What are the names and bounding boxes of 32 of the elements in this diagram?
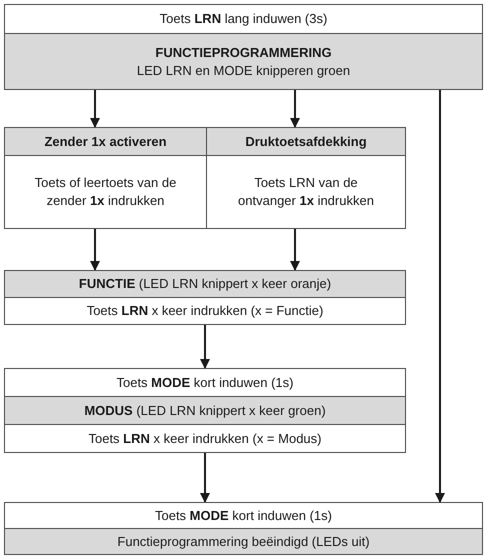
band-box (4, 396, 406, 425)
band-box (4, 33, 483, 90)
instruction-text: Toets LRN lang induwen (3s) (160, 10, 328, 28)
instruction-text: FUNCTIE (LED LRN knippert x keer oranje) (78, 275, 332, 293)
instruction-text: Functieprogrammering beëindigd (LEDs uit) (117, 532, 370, 550)
arrow (290, 229, 300, 271)
arrow (90, 90, 100, 128)
column-heading: Zender 1x activeren (5, 128, 206, 156)
arrow (200, 453, 210, 503)
instruction-text: Toets MODE kort induwen (1s) (116, 374, 294, 392)
process-box (206, 127, 406, 229)
arrow (290, 90, 300, 128)
process-box (4, 502, 483, 529)
heading-text: FUNCTIEPROGRAMMERING (155, 44, 332, 62)
column-heading: Druktoetsafdekking (207, 128, 405, 156)
instruction-text: Toets LRN x keer indrukken (x = Functie) (86, 302, 324, 320)
arrow (90, 229, 100, 271)
band-box (4, 528, 483, 555)
process-box (4, 4, 483, 34)
instruction-text: LED LRN en MODE knipperen groen (136, 62, 350, 80)
band-box (4, 270, 406, 298)
instruction-text: Toets of leertoets van de zender 1x indrukken (34, 174, 178, 210)
arrow (435, 90, 445, 503)
instruction-text: MODUS (LED LRN knippert x keer groen) (84, 402, 326, 420)
process-box (4, 424, 406, 453)
process-box (4, 297, 406, 325)
instruction-text: Toets LRN van de ontvanger 1x indrukken (237, 174, 375, 210)
process-box (4, 127, 207, 229)
arrow (200, 325, 210, 369)
instruction-text: Toets MODE kort induwen (1s) (154, 506, 332, 524)
instruction-text: Toets LRN x keer indrukken (x = Modus) (88, 430, 322, 448)
process-box (4, 368, 406, 397)
